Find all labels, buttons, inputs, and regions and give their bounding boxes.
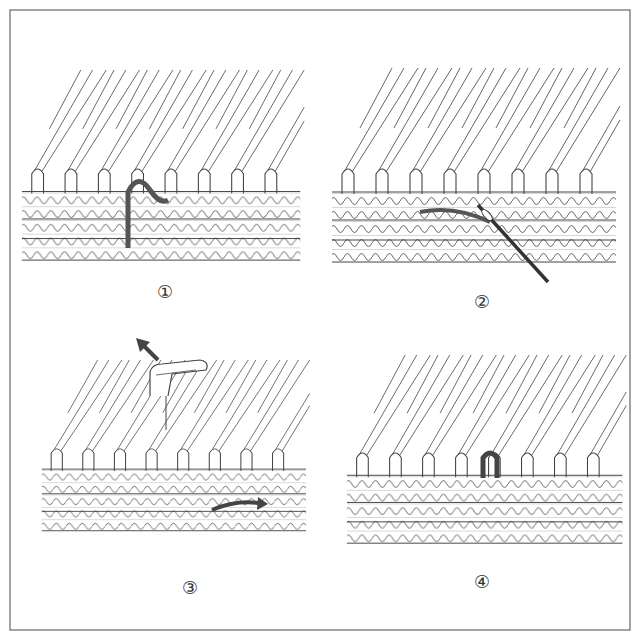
yarn-end xyxy=(166,396,167,430)
repaired-stitch xyxy=(483,453,497,478)
dropped-stitch-yarn xyxy=(128,181,168,248)
panel-4-drawing xyxy=(347,355,626,543)
step-number: ③ xyxy=(180,578,200,598)
hand xyxy=(150,360,207,396)
step-number: ① xyxy=(155,282,175,302)
tapestry-needle xyxy=(478,205,548,282)
needle-eye xyxy=(480,208,494,222)
pull-direction-arrow xyxy=(212,502,258,510)
outer-frame xyxy=(10,10,630,630)
panel-1-drawing xyxy=(22,70,304,260)
panel-3-drawing xyxy=(42,338,310,531)
step-number: ② xyxy=(472,292,492,312)
step-number: ④ xyxy=(472,572,492,592)
yarn-strand xyxy=(420,210,490,222)
arrowhead xyxy=(257,497,268,510)
panel-2-drawing xyxy=(332,68,620,282)
